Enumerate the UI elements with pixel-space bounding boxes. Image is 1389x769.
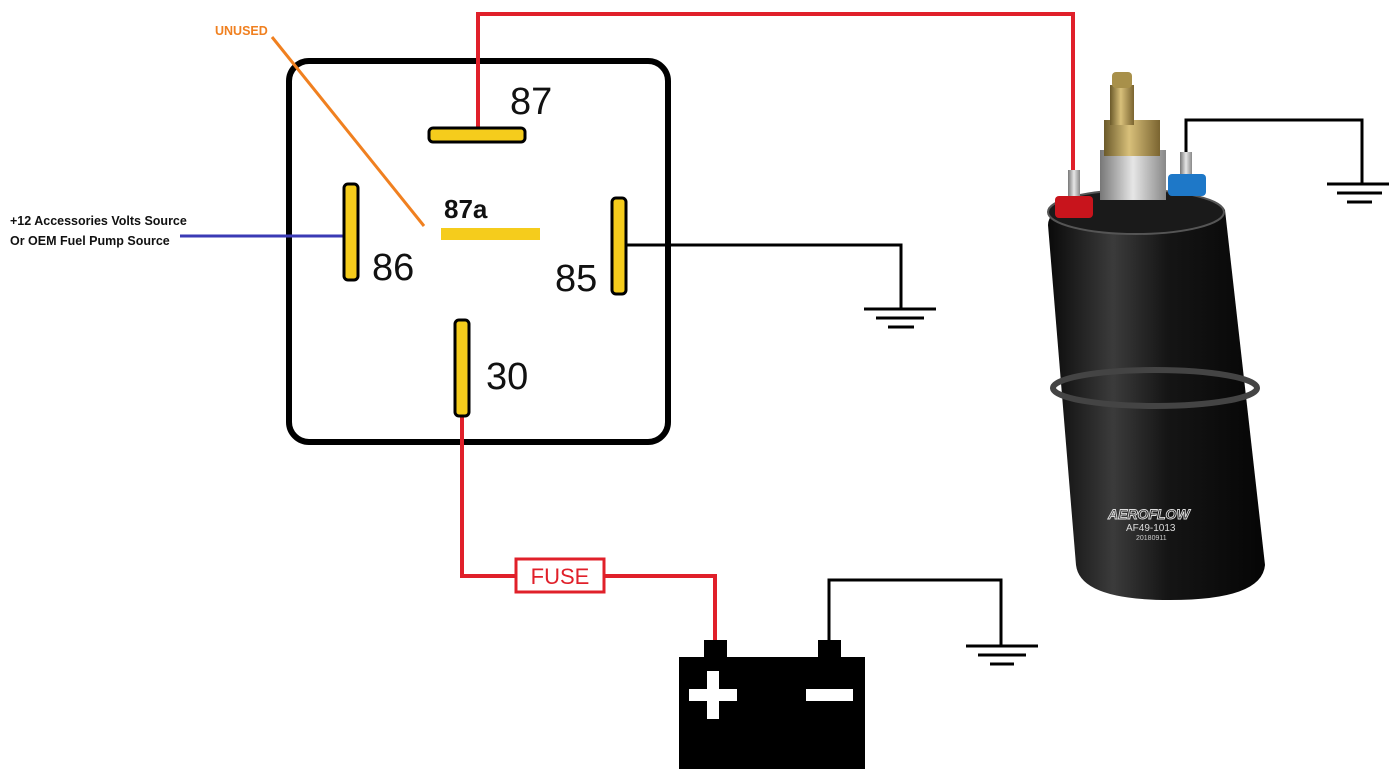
- pin-30: [453, 318, 471, 418]
- pump-positive-stud: [1068, 170, 1080, 200]
- pump-fitting-base: [1100, 150, 1166, 200]
- fuel-pump: AEROFLOW AF49-1013 20180911: [1047, 72, 1265, 600]
- unused-label: UNUSED: [215, 24, 268, 38]
- pin-86: [342, 182, 360, 282]
- ground-symbol-battery: [966, 644, 1038, 666]
- battery-feed-wire-a: [460, 412, 516, 578]
- battery-body: [679, 657, 865, 769]
- pump-fitting-nut: [1104, 120, 1160, 156]
- pump-brand: AEROFLOW: [1107, 506, 1191, 522]
- pin-87-label: 87: [510, 81, 552, 123]
- pump-positive-cap: [1055, 196, 1093, 218]
- pump-model: AF49-1013: [1126, 523, 1176, 534]
- pin-85: [610, 196, 628, 296]
- pump-body: [1048, 195, 1265, 600]
- pin-30-label: 30: [486, 356, 528, 398]
- fuse-label: FUSE: [531, 564, 590, 589]
- pump-serial: 20180911: [1136, 535, 1167, 542]
- pump-power-wire: [476, 12, 1075, 195]
- source-label-line2: Or OEM Fuel Pump Source: [10, 234, 170, 248]
- battery: [679, 640, 865, 769]
- pin-85-label: 85: [555, 258, 597, 300]
- ground-symbol-pump: [1327, 182, 1389, 204]
- battery-terminal-negative: [818, 640, 841, 659]
- pump-fitting-tip: [1112, 72, 1132, 88]
- battery-minus-symbol: [806, 689, 853, 701]
- relay-ground-wire: [625, 243, 903, 308]
- pin-87a: [441, 228, 540, 240]
- pump-negative-stud: [1180, 152, 1192, 178]
- battery-terminal-positive: [704, 640, 727, 659]
- fuse-box: [514, 557, 606, 594]
- battery-ground-wire: [827, 578, 1003, 646]
- pin-86-label: 86: [372, 247, 414, 289]
- pump-negative-cap: [1168, 174, 1206, 196]
- battery-feed-wire-b: [604, 574, 717, 642]
- pin-87a-label: 87a: [444, 194, 488, 224]
- pump-ring: [1050, 367, 1260, 409]
- source-label-line1: +12 Accessories Volts Source: [10, 214, 187, 228]
- pump-fitting-stem: [1110, 85, 1134, 125]
- pump-ground-wire: [1184, 118, 1364, 183]
- battery-plus-symbol: [689, 671, 737, 719]
- ground-symbol-relay: [864, 307, 936, 329]
- pin-87: [427, 126, 527, 144]
- unused-leader-line: [270, 36, 426, 227]
